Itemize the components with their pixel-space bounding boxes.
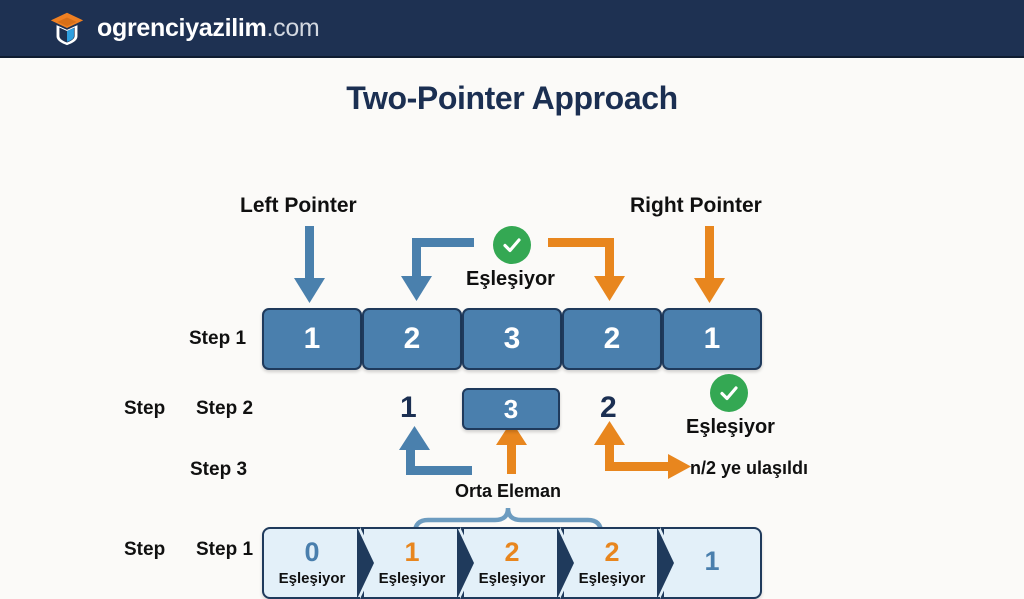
chevron-caption: Eşleşiyor [478, 570, 546, 587]
chevron-notch-icon [457, 527, 477, 599]
match-check-icon-mid [710, 374, 748, 412]
match-check-icon-top [493, 226, 531, 264]
row-label-step-1: Step 1 [189, 328, 247, 349]
chevron-caption: Eşleşiyor [278, 570, 346, 587]
row-label-step-2: Step 2 [196, 398, 254, 419]
row-label-step-3: Step 3 [190, 459, 248, 480]
array-cell[interactable]: 1 [262, 308, 362, 370]
diagram-canvas: Two-Pointer Approach Left Pointer Right … [0, 58, 1024, 599]
row2-value-left: 1 [400, 391, 417, 424]
chevron-value: 2 [604, 537, 620, 567]
list-item[interactable]: 1 [662, 527, 762, 599]
match-label-mid: Eşleşiyor [686, 416, 775, 438]
reached-half-label: n/2 ye ulaşıldı [690, 458, 809, 478]
chevron-notch-icon [557, 527, 577, 599]
page-title: Two-Pointer Approach [346, 80, 678, 116]
brand-tld: .com [266, 13, 320, 42]
chevron-caption: Eşleşiyor [578, 570, 646, 587]
array-cell[interactable]: 2 [362, 308, 462, 370]
chevron-caption: Eşleşiyor [378, 570, 446, 587]
row2-value-right: 2 [600, 391, 617, 424]
chevron-value: 1 [404, 537, 420, 567]
right-pointer-label: Right Pointer [630, 194, 762, 217]
chevron-value: 2 [504, 537, 520, 567]
site-header: ogrenciyazilim.com [0, 0, 1024, 58]
match-label-top: Eşleşiyor [466, 268, 555, 290]
middle-element-label: Orta Eleman [455, 481, 562, 501]
brand-name: ogrenciyazilim [97, 13, 267, 42]
extra-step-label-row2: Step [124, 398, 166, 419]
list-item[interactable]: 1 Eşleşiyor [362, 527, 462, 599]
chevron-value: 0 [304, 537, 320, 567]
left-pointer-label: Left Pointer [240, 194, 357, 217]
chevron-notch-icon [657, 527, 677, 599]
array-cell[interactable]: 3 [462, 308, 562, 370]
brand-wordmark: ogrenciyazilim.com [97, 13, 320, 43]
chevron-notch-icon [357, 527, 377, 599]
list-item[interactable]: 2 Eşleşiyor [562, 527, 662, 599]
array-cell[interactable]: 1 [662, 308, 762, 370]
graduation-cap-shield-icon [48, 9, 86, 47]
array-cell[interactable]: 2 [562, 308, 662, 370]
list-item[interactable]: 0 Eşleşiyor [262, 527, 362, 599]
chevron-value: 1 [704, 545, 720, 576]
list-item[interactable]: 2 Eşleşiyor [462, 527, 562, 599]
row2-middle-cell[interactable]: 3 [462, 388, 560, 430]
row-label-step-4: Step 1 [196, 539, 254, 560]
extra-step-label-row4: Step [124, 539, 166, 560]
